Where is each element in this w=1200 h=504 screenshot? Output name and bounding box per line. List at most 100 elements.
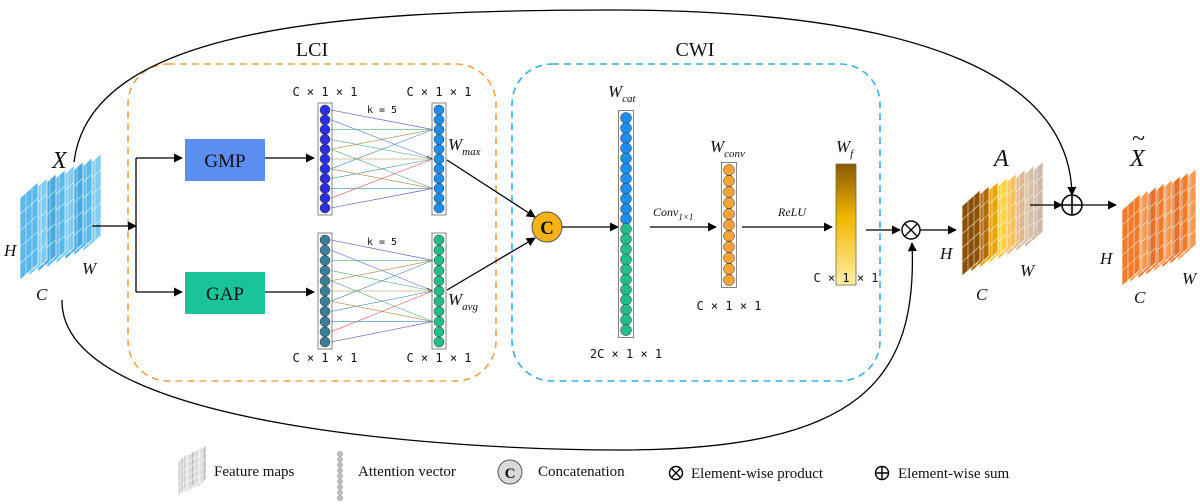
cwi-label: CWI — [676, 39, 715, 61]
output-cube-grid — [1121, 254, 1141, 272]
kernel-size-top: k = 5 — [367, 105, 397, 116]
w-max-label: Wmax — [448, 135, 481, 158]
gap-vector-cell — [319, 234, 331, 246]
gmp-vector-cell — [319, 183, 331, 194]
gap-vector-cell — [319, 265, 331, 276]
legend-vector-cell — [337, 495, 343, 501]
kernel-top-line — [330, 148, 434, 189]
input-cube-grid — [19, 247, 39, 264]
input-cube-grid — [19, 214, 39, 232]
w-cat-vector-cell — [620, 273, 632, 286]
w-conv-label: Wconv — [710, 137, 745, 160]
a-cube-grid — [961, 203, 981, 221]
a-h-label: H — [939, 244, 954, 263]
legend: Feature maps Attention vector C Concaten… — [177, 444, 1010, 501]
gmp-label: GMP — [204, 151, 245, 172]
legend-vector-cell — [337, 462, 343, 468]
gmp-vector-cell — [319, 173, 331, 184]
w-conv-dim: C × 1 × 1 — [696, 299, 761, 313]
kernel-top-line — [330, 119, 434, 160]
input-x-label: X — [51, 148, 68, 174]
w-cat-vector-cell — [620, 152, 632, 165]
avg-weight-vector-cell — [433, 275, 445, 287]
input-c-label: C — [36, 285, 48, 304]
gmp-vector-cell — [319, 153, 331, 165]
gmp-vector-cell — [319, 134, 331, 145]
legend-feature-maps-label: Feature maps — [214, 464, 295, 480]
max-weight-vector-cell — [433, 114, 445, 126]
gmp-block — [185, 139, 265, 181]
max-vector-dim: C × 1 × 1 — [406, 85, 471, 99]
conv-op-label: Conv1×1 — [653, 205, 693, 222]
kernel-top-tick — [426, 155, 433, 160]
legend-vector-cell — [337, 451, 343, 457]
w-cat-vector-cell — [620, 233, 632, 245]
input-h-label: H — [3, 241, 18, 260]
w-conv-vector-cell — [723, 230, 735, 242]
legend-vector-cell — [337, 473, 343, 479]
avg-weight-vector — [431, 232, 447, 350]
kernel-bottom-tick — [426, 287, 433, 292]
input-cube-grid — [19, 198, 39, 215]
gmp-vector-cell — [319, 104, 331, 116]
max-weight-vector-cell — [433, 124, 445, 135]
input-feature-cube — [19, 152, 102, 281]
avg-weight-vector-cell — [433, 306, 445, 317]
w-cat-vector-cell — [620, 263, 632, 276]
w-cat-vector-cell — [620, 142, 632, 155]
gap-block — [185, 272, 265, 314]
kernel-bottom-line — [330, 249, 434, 292]
w-cat-vector-cell — [620, 253, 632, 266]
max-weight-vector-cell — [433, 153, 445, 165]
kernel-bottom-line — [330, 321, 434, 343]
bottom-skip-curve — [61, 242, 917, 451]
input-cube-slab — [19, 181, 39, 281]
legend-cube-grid — [177, 460, 187, 470]
w-cat-vector-cell — [620, 243, 632, 256]
w-conv-vector-frame — [721, 162, 737, 288]
w-cat-vector-cell — [620, 283, 632, 296]
kernel-top-line — [330, 139, 434, 160]
out-w-label: W — [1182, 269, 1198, 288]
legend-sum-label: Element-wise sum — [898, 466, 1010, 482]
kernel-top-line — [330, 168, 434, 189]
max-weight-vector-cell — [433, 134, 445, 145]
avg-weight-vector-cell — [433, 316, 445, 327]
w-conv-vector-cell — [723, 164, 735, 176]
w-cat-vector-cell — [620, 132, 632, 144]
kernel-top-line — [330, 188, 434, 209]
avg-weight-vector-cell — [433, 265, 445, 276]
kernel-lines-top — [330, 109, 434, 209]
product-node-cross — [904, 223, 918, 237]
output-feature-cube — [1121, 168, 1197, 287]
w-cat-dim: 2C × 1 × 1 — [590, 347, 662, 361]
w-cat-vector-cell — [620, 193, 632, 205]
kernel-top-line — [330, 109, 434, 130]
w-f-bar — [835, 163, 857, 286]
a-cube-grid — [961, 217, 981, 235]
w-cat-vector-cell — [620, 162, 632, 175]
gap-vector-cell — [319, 316, 331, 327]
w-cat-vector-cell — [620, 324, 632, 336]
kernel-bottom-line — [330, 280, 434, 322]
max-weight-vector — [431, 102, 447, 216]
w-conv-vector-cell — [723, 175, 735, 187]
x-tilde-accent: ~ — [1132, 126, 1145, 152]
w-conv-vector-cell — [723, 197, 735, 209]
out-h-label: H — [1099, 249, 1114, 268]
output-cube-grid — [1121, 224, 1141, 241]
output-cube-slab — [1121, 193, 1141, 287]
avg-weight-vector-cell — [433, 295, 445, 307]
w-cat-vector-cell — [620, 203, 632, 215]
gmp-vector-cell — [319, 192, 331, 204]
gmp-vector-cell — [319, 202, 331, 214]
w-conv-vector — [721, 162, 737, 288]
kernel-lines-bottom — [330, 239, 434, 343]
max-weight-vector-cell — [433, 173, 445, 184]
w-cat-vector-cell — [620, 112, 632, 124]
lci-label: LCI — [296, 39, 328, 61]
w-conv-vector-cell — [723, 241, 735, 253]
w-cat-vector-cell — [620, 172, 632, 185]
gap-vector-cell — [319, 326, 331, 338]
